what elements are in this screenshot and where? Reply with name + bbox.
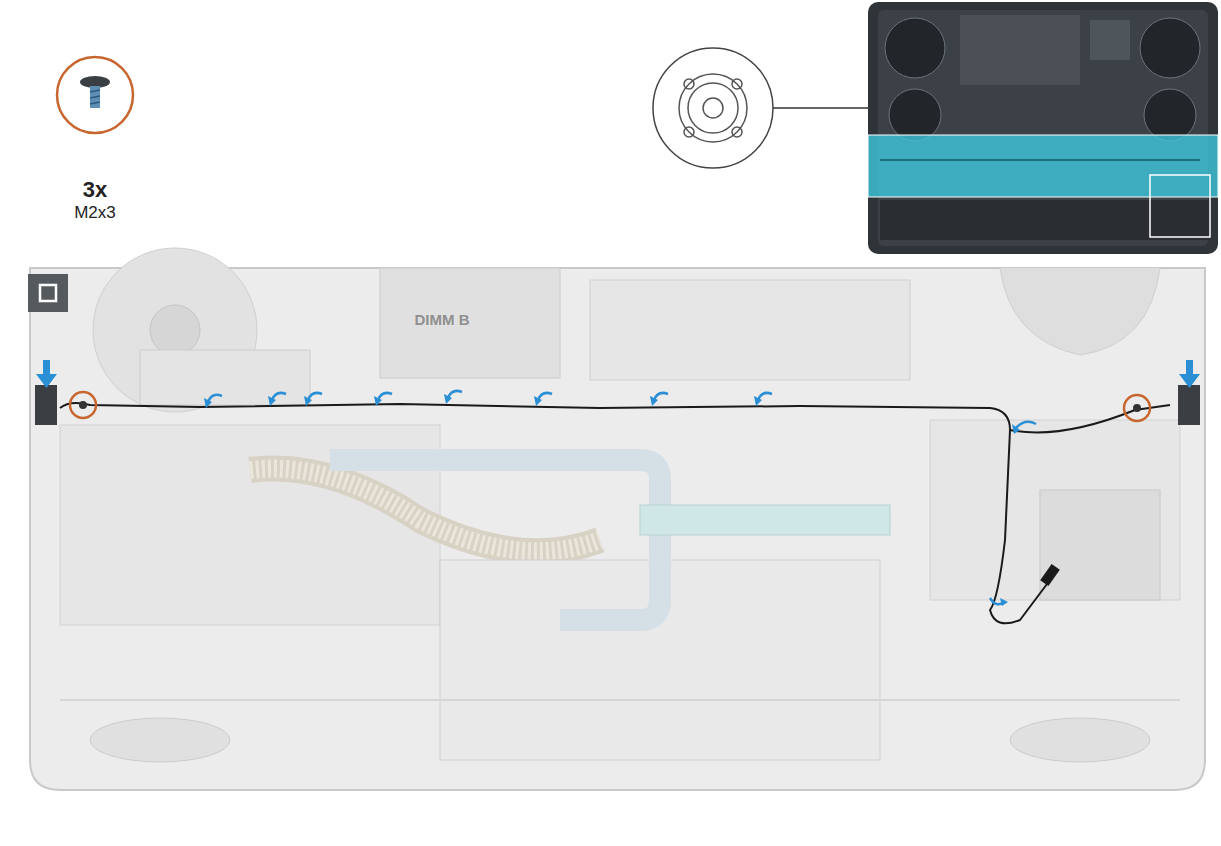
- palmrest-assembly: [30, 248, 1205, 790]
- route-arrowhead: [204, 394, 1020, 606]
- antenna-symbol: [653, 48, 868, 168]
- antenna-bracket: [1178, 385, 1200, 425]
- screw-quantity: 3x: [83, 178, 107, 202]
- route-arrow: [208, 391, 1036, 604]
- antenna-bracket: [35, 385, 57, 425]
- laptop-inset: [868, 2, 1218, 254]
- screw-marker: [70, 392, 96, 418]
- screw-shaft: [90, 86, 100, 108]
- screw-size: M2x3: [74, 204, 116, 223]
- antenna-cable: [60, 403, 1050, 623]
- board-label: DIMM B: [415, 312, 470, 329]
- step-icon: [28, 274, 68, 312]
- screw-marker: [1124, 395, 1150, 421]
- push-arrow: [36, 360, 1200, 388]
- screw-icon-ring: [57, 57, 133, 133]
